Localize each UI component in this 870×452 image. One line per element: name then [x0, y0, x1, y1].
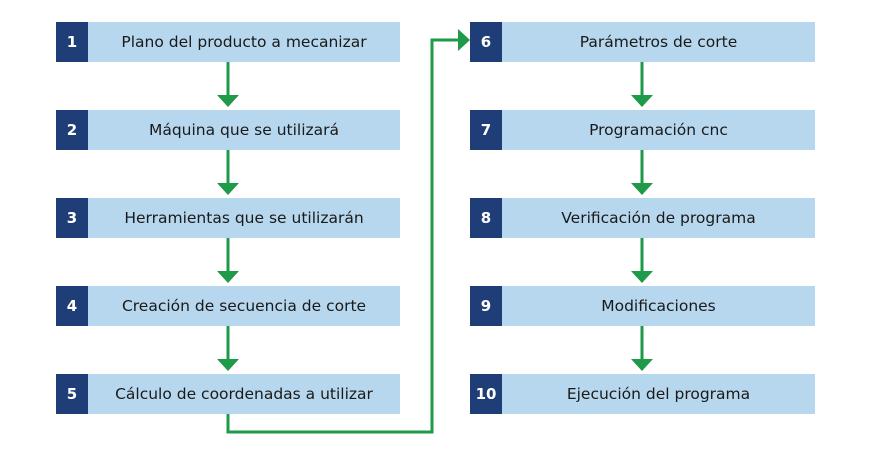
step-number: 7: [470, 110, 502, 150]
arrowhead-3: [217, 183, 239, 195]
step-3: 3 Herramientas que se utilizarán: [56, 198, 400, 238]
step-number: 9: [470, 286, 502, 326]
step-4: 4 Creación de secuencia de corte: [56, 286, 400, 326]
step-number: 4: [56, 286, 88, 326]
step-label: Cálculo de coordenadas a utilizar: [88, 374, 400, 414]
arrowhead-6: [458, 29, 470, 51]
step-number: 10: [470, 374, 502, 414]
step-label: Herramientas que se utilizarán: [88, 198, 400, 238]
step-label: Creación de secuencia de corte: [88, 286, 400, 326]
arrowhead-8: [631, 183, 653, 195]
step-number: 2: [56, 110, 88, 150]
step-number: 5: [56, 374, 88, 414]
step-label: Programación cnc: [502, 110, 815, 150]
arrowhead-5: [217, 359, 239, 371]
arrowhead-9: [631, 271, 653, 283]
step-number: 3: [56, 198, 88, 238]
step-number: 1: [56, 22, 88, 62]
step-label: Máquina que se utilizará: [88, 110, 400, 150]
step-label: Plano del producto a mecanizar: [88, 22, 400, 62]
arrowhead-2: [217, 95, 239, 107]
step-label: Modificaciones: [502, 286, 815, 326]
step-number: 8: [470, 198, 502, 238]
step-label: Ejecución del programa: [502, 374, 815, 414]
step-1: 1 Plano del producto a mecanizar: [56, 22, 400, 62]
step-label: Verificación de programa: [502, 198, 815, 238]
step-number: 6: [470, 22, 502, 62]
arrow-5-6: [226, 38, 460, 434]
step-5: 5 Cálculo de coordenadas a utilizar: [56, 374, 400, 414]
step-7: 7 Programación cnc: [470, 110, 815, 150]
arrowhead-10: [631, 359, 653, 371]
arrowhead-4: [217, 271, 239, 283]
step-8: 8 Verificación de programa: [470, 198, 815, 238]
step-2: 2 Máquina que se utilizará: [56, 110, 400, 150]
step-10: 10 Ejecución del programa: [470, 374, 815, 414]
step-6: 6 Parámetros de corte: [470, 22, 815, 62]
arrowhead-7: [631, 95, 653, 107]
step-9: 9 Modificaciones: [470, 286, 815, 326]
step-label: Parámetros de corte: [502, 22, 815, 62]
